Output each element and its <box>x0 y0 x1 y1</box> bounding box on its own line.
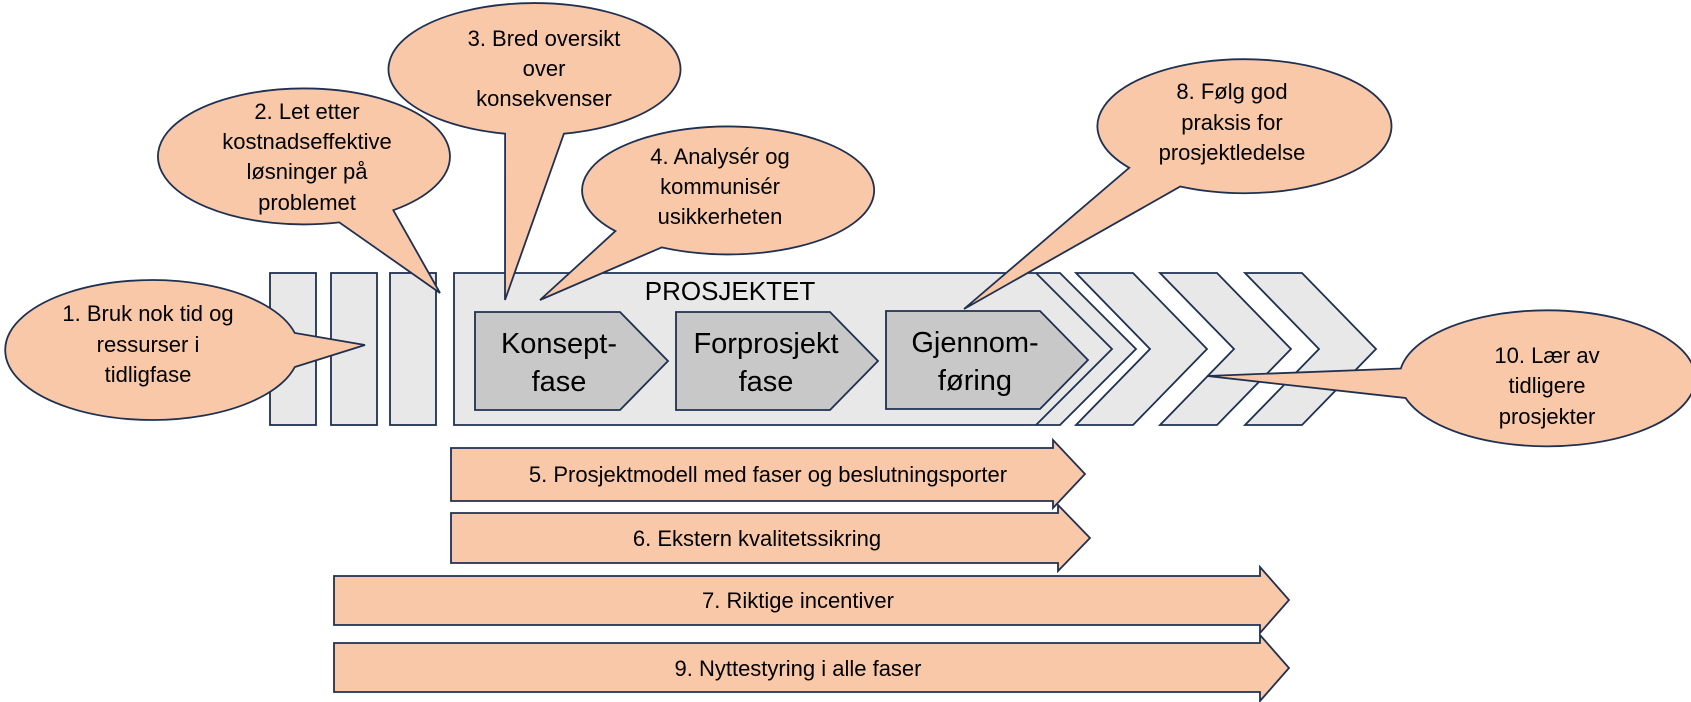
callout-1-line-2: ressurser i <box>97 332 200 357</box>
callout-10-line-3: prosjekter <box>1499 404 1596 429</box>
callout-10: 10. Lær av tidligere prosjekter <box>1206 309 1691 448</box>
callout-2-line-1: 2. Let etter <box>254 99 359 124</box>
callout-8-line-1: 8. Følg god <box>1176 79 1287 104</box>
callout-10-line-2: tidligere <box>1508 373 1585 398</box>
callout-2-line-3: løsninger på <box>246 159 368 184</box>
callout-2-shape <box>157 87 451 294</box>
callout-1-line-1: 1. Bruk nok tid og <box>62 301 233 326</box>
callout-3-line-1: 3. Bred oversikt <box>468 26 621 51</box>
early-phase-block-3 <box>389 272 437 426</box>
phase-gjennomforing-shape <box>885 310 1090 410</box>
callout-4-line-1: 4. Analysér og <box>650 144 789 169</box>
callout-2: 2. Let etter kostnadseffektive løsninger… <box>157 87 451 294</box>
phase-gjennomforing-line-2: føring <box>938 365 1012 397</box>
bar-5: 5. Prosjektmodell med faser og beslutnin… <box>450 437 1087 511</box>
phase-forprosjekt: Forprosjekt fase <box>675 311 880 411</box>
bar-7: 7. Riktige incentiver <box>333 564 1291 636</box>
bar-6-label: 6. Ekstern kvalitetssikring <box>633 526 881 551</box>
callout-1: 1. Bruk nok tid og ressurser i tidligfas… <box>4 279 366 421</box>
phase-konsept: Konsept- fase <box>474 311 670 411</box>
bar-9: 9. Nyttestyring i alle faser <box>333 632 1291 702</box>
bar-9-label: 9. Nyttestyring i alle faser <box>675 656 922 681</box>
callout-2-line-4: problemet <box>258 190 356 215</box>
bar-6-shape <box>450 502 1092 574</box>
callout-3-line-3: konsekvenser <box>476 86 612 111</box>
phase-konsept-line-2: fase <box>532 366 587 398</box>
phase-konsept-line-1: Konsept- <box>501 328 617 360</box>
project-frame-inner-edge <box>1035 272 1114 426</box>
trailing-chevron-3 <box>1157 272 1293 426</box>
callout-8-line-2: praksis for <box>1181 110 1282 135</box>
bar-6: 6. Ekstern kvalitetssikring <box>450 502 1092 574</box>
phase-gjennomforing: Gjennom- føring <box>885 310 1090 410</box>
callout-1-line-3: tidligfase <box>105 362 192 387</box>
phase-gjennomforing-line-1: Gjennom- <box>911 327 1038 359</box>
callout-10-shape <box>1206 309 1691 448</box>
phase-forprosjekt-line-1: Forprosjekt <box>693 328 838 360</box>
project-title: PROSJEKTET <box>645 276 816 306</box>
callout-8: 8. Følg god praksis for prosjektledelse <box>963 58 1393 310</box>
callout-8-line-3: prosjektledelse <box>1159 140 1306 165</box>
trailing-chevron-2 <box>1073 272 1209 426</box>
trailing-chevron-4 <box>1242 272 1378 426</box>
callout-3-shape <box>387 2 682 301</box>
bar-7-shape <box>333 564 1291 636</box>
callout-3-line-2: over <box>523 56 566 81</box>
phase-konsept-shape <box>474 311 670 411</box>
callout-3: 3. Bred oversikt over konsekvenser <box>387 2 682 301</box>
callout-10-line-1: 10. Lær av <box>1494 343 1599 368</box>
callout-4: 4. Analysér og kommunisér usikkerheten <box>539 125 876 301</box>
bar-7-label: 7. Riktige incentiver <box>702 588 894 613</box>
callout-4-line-2: kommunisér <box>660 174 780 199</box>
callout-4-shape <box>539 125 876 301</box>
callout-8-shape <box>963 58 1393 310</box>
phase-forprosjekt-shape <box>675 311 880 411</box>
bar-9-shape <box>333 632 1291 702</box>
bar-5-label: 5. Prosjektmodell med faser og beslutnin… <box>529 462 1007 487</box>
trailing-chevrons <box>1073 272 1378 426</box>
callout-4-line-3: usikkerheten <box>658 204 783 229</box>
callout-1-shape <box>4 279 366 421</box>
callout-2-line-2: kostnadseffektive <box>222 129 392 154</box>
bar-5-shape <box>450 437 1087 511</box>
phase-forprosjekt-line-2: fase <box>739 366 794 398</box>
